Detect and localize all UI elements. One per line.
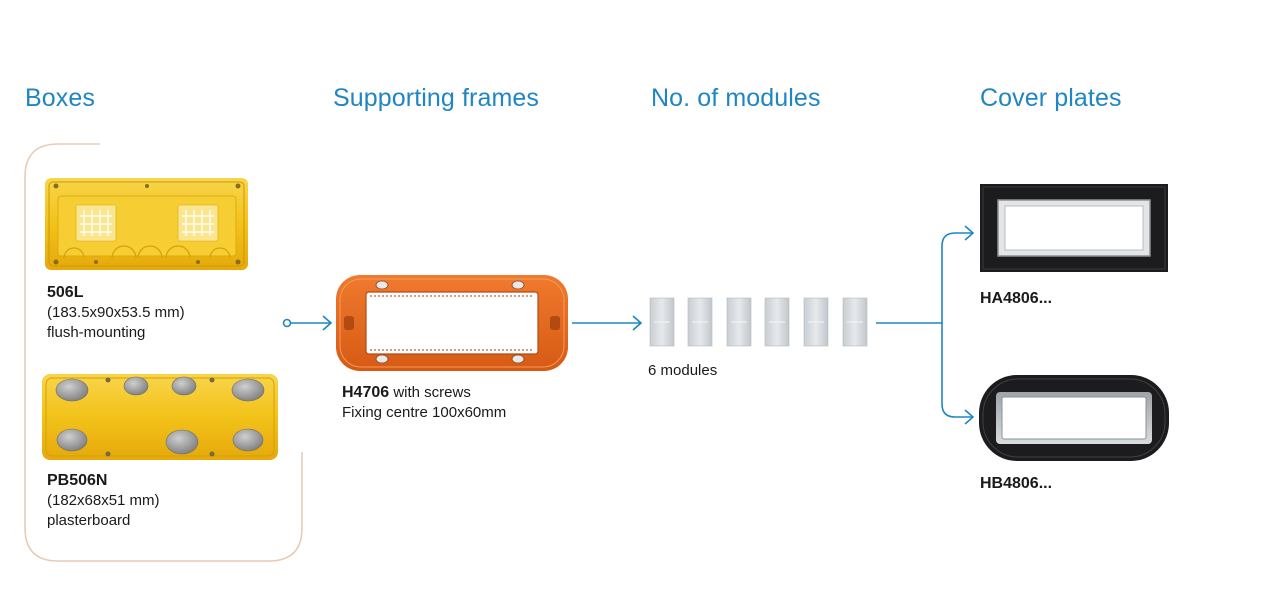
box-pb506n-code: PB506N <box>47 472 108 489</box>
module-5 <box>803 297 829 347</box>
modules-label: 6 modules <box>648 362 718 379</box>
box-506l-dims: (183.5x90x53.5 mm) <box>47 304 185 321</box>
modules-image <box>649 297 868 347</box>
cover-hb4806-code: HB4806... <box>980 474 1052 494</box>
frame-h4706-suffix: with screws <box>389 384 471 401</box>
boxes-bracket <box>24 143 303 562</box>
frame-h4706-image <box>336 275 568 371</box>
module-4 <box>764 297 790 347</box>
box-pb506n-type: plasterboard <box>47 512 131 529</box>
connector-frame-to-modules <box>572 315 643 331</box>
cover-ha4806-code-text: HA4806... <box>980 290 1053 307</box>
heading-boxes: Boxes <box>25 84 95 112</box>
heading-cover-plates: Cover plates <box>980 84 1122 112</box>
cover-hb4806-code-text: HB4806... <box>980 475 1053 492</box>
box-pb506n-label: PB506N (182x68x51 mm) plasterboard <box>47 471 160 531</box>
module-6 <box>842 297 868 347</box>
module-1 <box>649 297 675 347</box>
connector-boxes-to-frame <box>282 315 333 331</box>
heading-no-of-modules: No. of modules <box>651 84 821 112</box>
connector-modules-to-covers <box>876 225 975 425</box>
box-pb506n-image <box>42 374 278 460</box>
box-506l-label: 506L (183.5x90x53.5 mm) flush-mounting <box>47 283 185 343</box>
box-506l-type: flush-mounting <box>47 324 146 341</box>
frame-h4706-code: H4706 <box>342 384 390 401</box>
heading-supporting-frames: Supporting frames <box>333 84 539 112</box>
module-2 <box>687 297 713 347</box>
box-pb506n-dims: (182x68x51 mm) <box>47 492 160 509</box>
module-3 <box>726 297 752 347</box>
box-506l-code: 506L <box>47 284 84 301</box>
frame-h4706-note: Fixing centre 100x60mm <box>342 404 507 421</box>
cover-ha4806-code: HA4806... <box>980 289 1052 309</box>
cover-ha4806-image <box>980 184 1168 272</box>
cover-hb4806-image <box>979 375 1169 461</box>
box-506l-image <box>45 178 248 270</box>
frame-h4706-label: H4706 with screws Fixing centre 100x60mm <box>342 383 506 423</box>
